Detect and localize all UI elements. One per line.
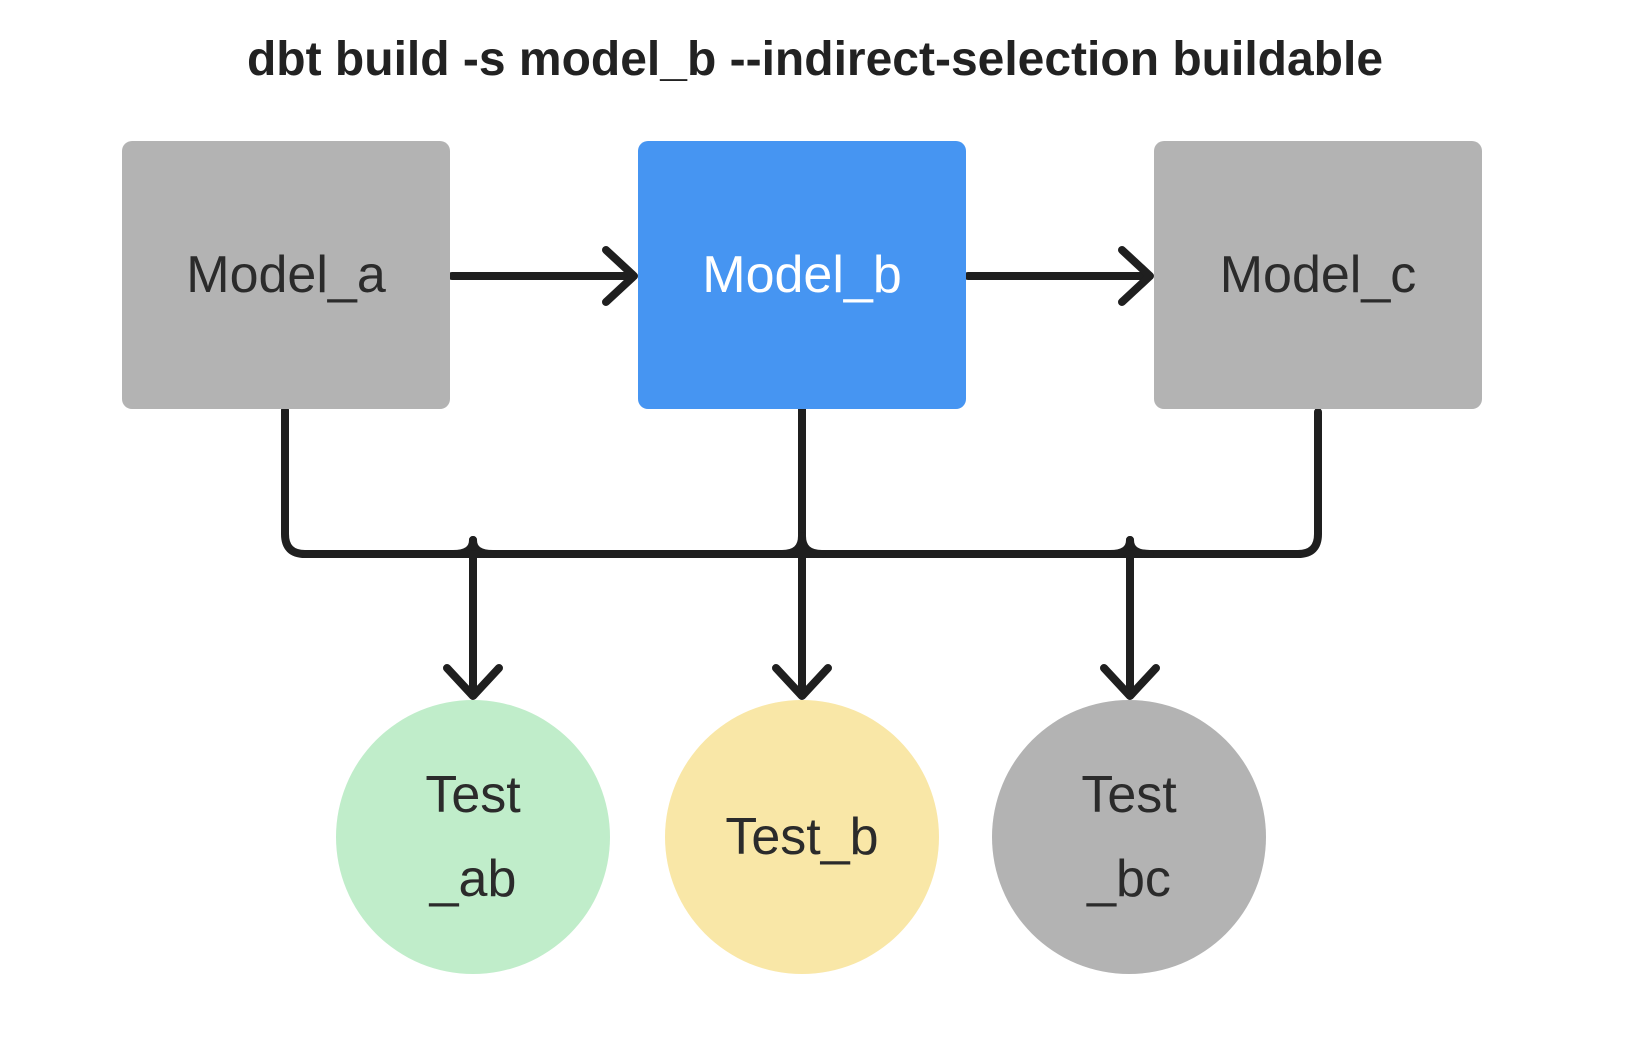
node-model-c-label: Model_c — [1219, 246, 1417, 304]
edge-junction-test-ab-fillet-right — [469, 536, 497, 558]
node-test-b: Test_b — [665, 700, 939, 974]
node-test-bc-label-line1: Test — [1081, 766, 1177, 824]
node-test-bc-label-line2: _bc — [1087, 850, 1171, 908]
node-test-ab-label-line1: Test — [425, 766, 521, 824]
edge-model-a-to-model-b-arrowhead — [602, 246, 638, 306]
edge-junction-test-bc-fillet-right — [1126, 536, 1154, 558]
edge-bus — [281, 406, 1322, 558]
node-model-c: Model_c — [1154, 141, 1482, 409]
edge-junction-model-b-fillet-right — [798, 532, 826, 558]
node-test-b-label: Test_b — [725, 808, 879, 866]
node-model-b-label: Model_b — [702, 246, 902, 304]
node-model-a-label: Model_a — [186, 246, 386, 304]
edge-bus-to-test-ab-arrowhead — [443, 664, 503, 700]
node-test-ab: Test _ab — [336, 700, 610, 974]
node-model-a: Model_a — [122, 141, 450, 409]
node-test-ab-label-line2: _ab — [429, 850, 517, 908]
diagram-title: dbt build -s model_b --indirect-selectio… — [246, 33, 1384, 86]
edge-model-b-to-test-b-arrowhead — [772, 664, 832, 700]
edge-bus-to-test-bc-arrowhead — [1100, 664, 1160, 700]
edge-junction-model-b-fillet-left — [778, 532, 806, 558]
edge-model-b-to-model-c-arrowhead — [1118, 246, 1154, 306]
node-test-bc: Test _bc — [992, 700, 1266, 974]
edge-junction-test-ab-fillet-left — [449, 536, 477, 558]
edge-junction-test-bc-fillet-left — [1106, 536, 1134, 558]
node-model-b: Model_b — [638, 141, 966, 409]
